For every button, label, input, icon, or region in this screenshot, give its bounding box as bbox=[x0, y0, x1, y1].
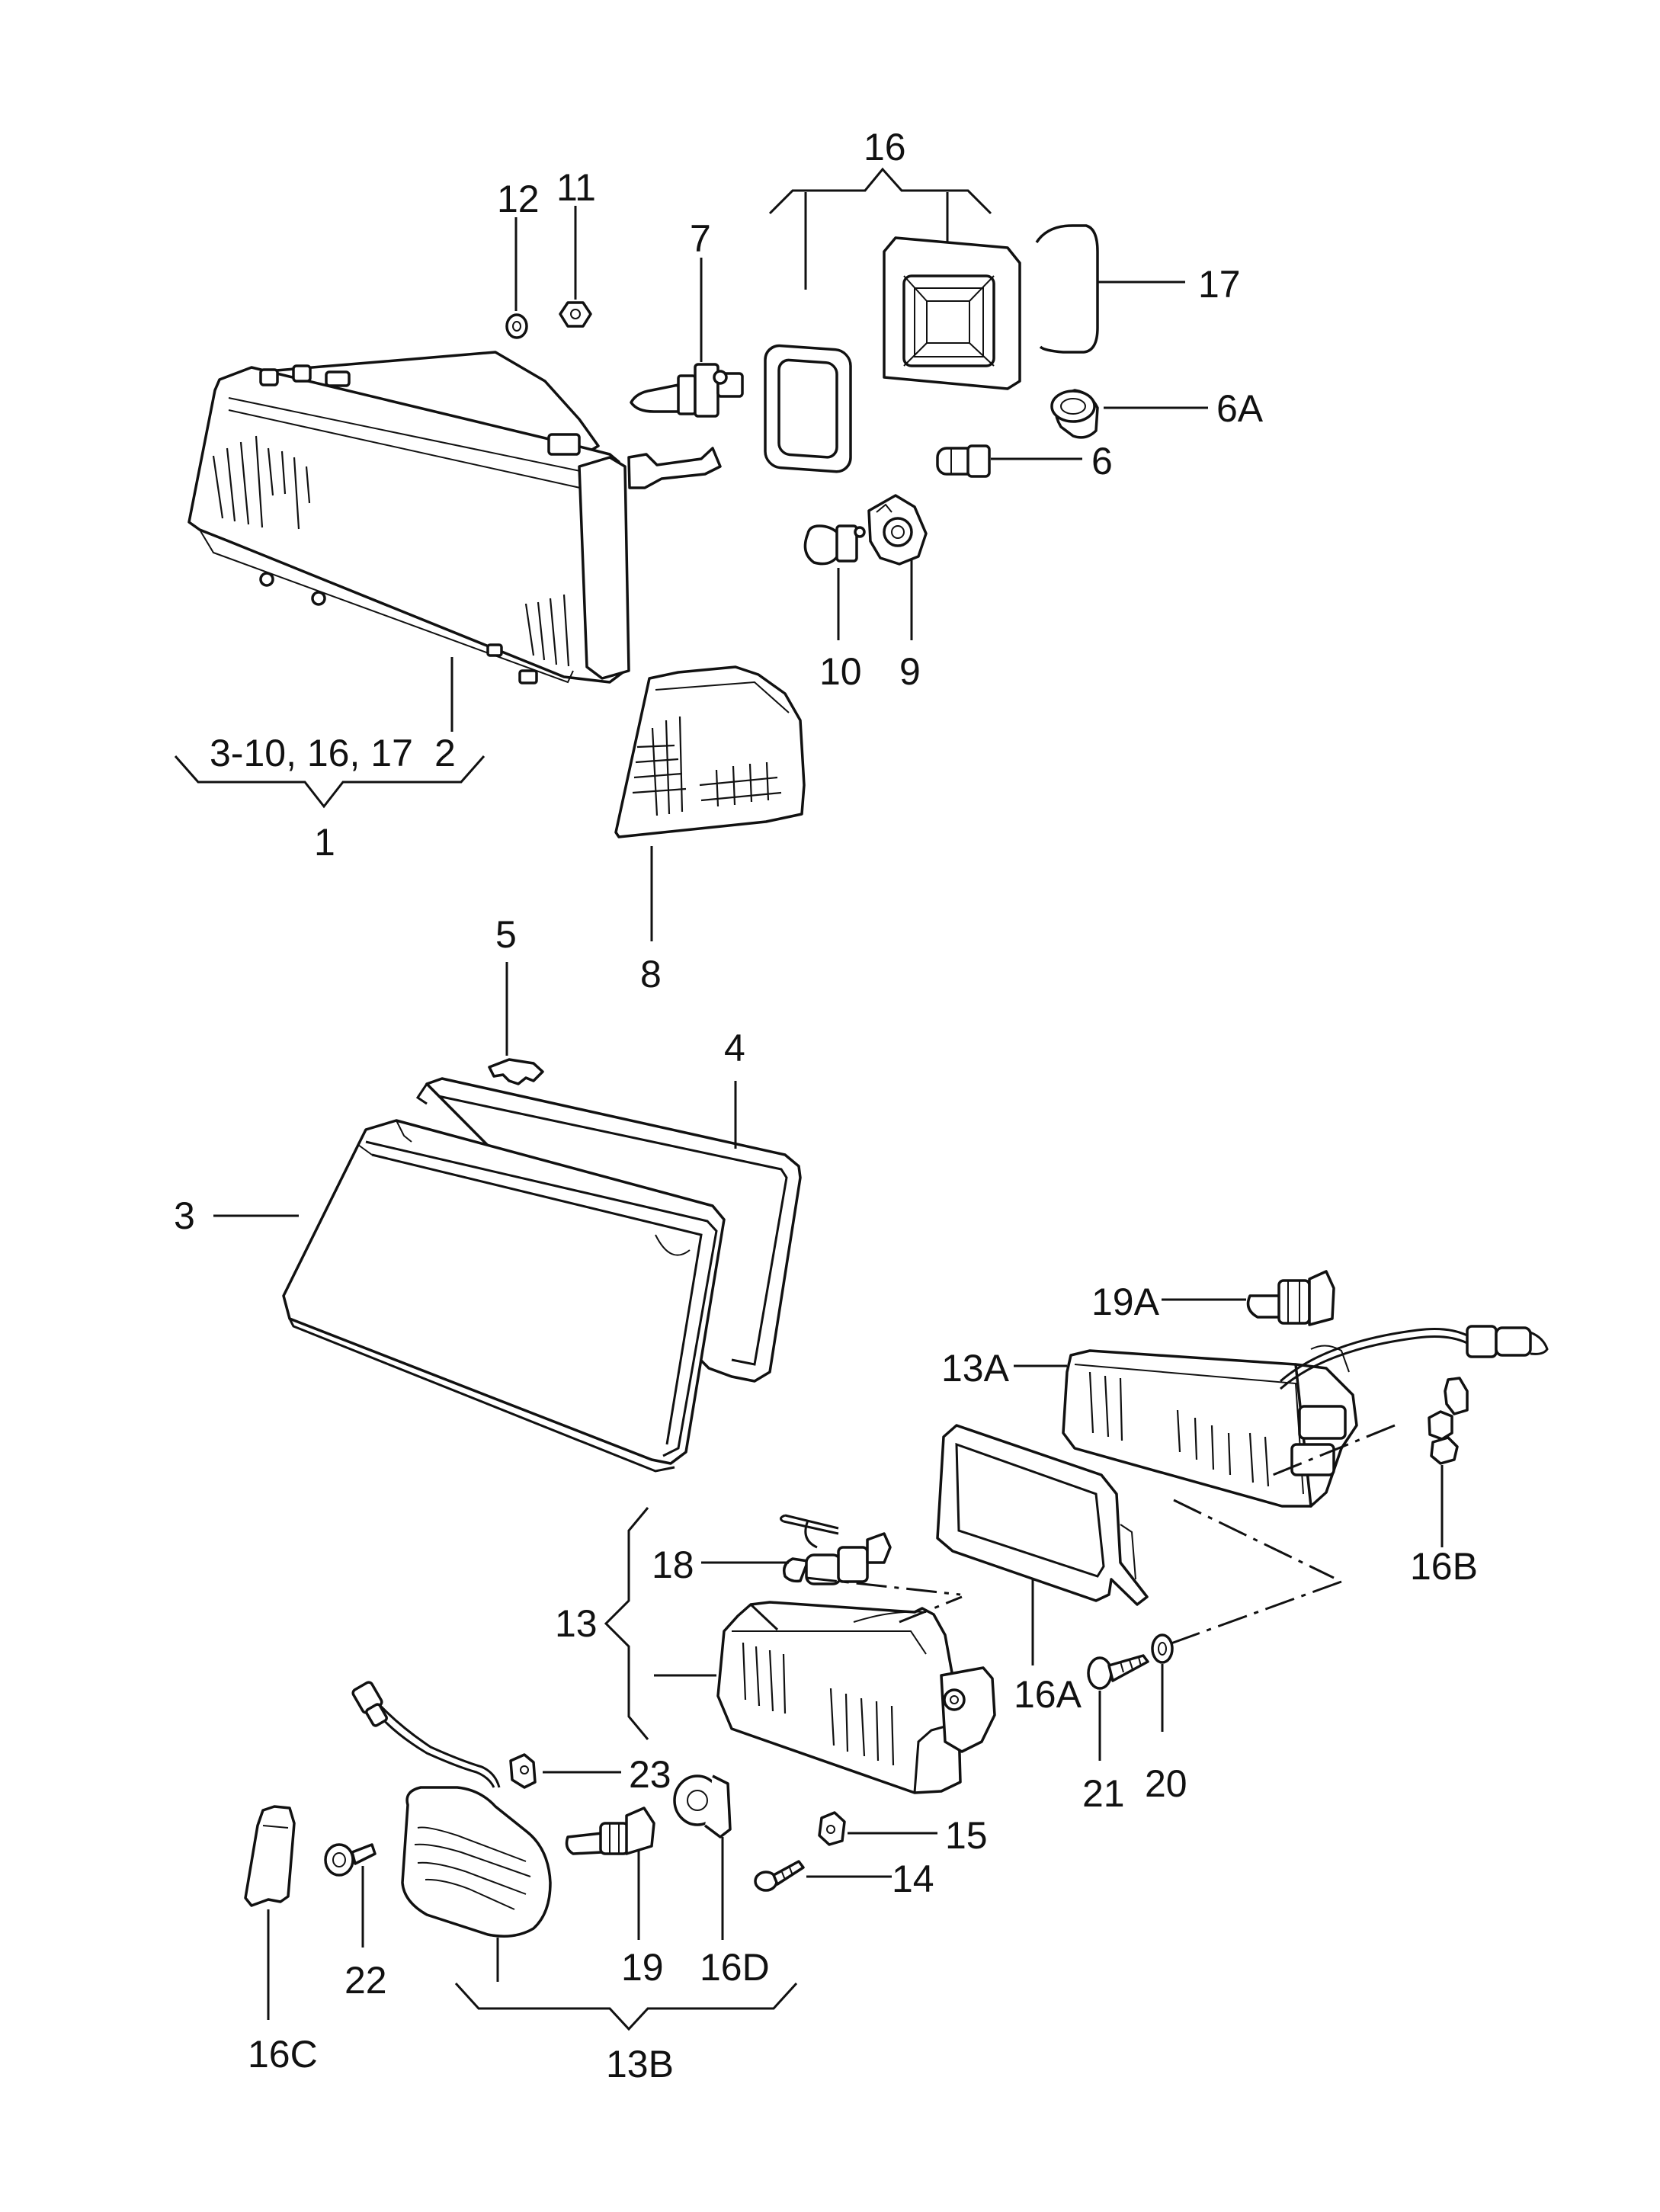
label-23: 23 bbox=[629, 1753, 671, 1796]
part-9-bulb-holder bbox=[867, 494, 928, 566]
part-12-washer bbox=[505, 313, 528, 339]
part-19A-cable-connector bbox=[1280, 1325, 1549, 1390]
assembly-axis-line-lower bbox=[1173, 1499, 1335, 1579]
part-19-bulb bbox=[565, 1806, 655, 1855]
bracket-13 bbox=[604, 1507, 716, 1740]
label-13: 13 bbox=[555, 1602, 598, 1645]
part-16-boot-cover bbox=[883, 236, 1021, 390]
part-16B-clip bbox=[1428, 1377, 1469, 1465]
label-12: 12 bbox=[497, 178, 540, 220]
part-6A-socket bbox=[1050, 389, 1099, 439]
label-16D: 16D bbox=[700, 1946, 770, 1989]
label-4: 4 bbox=[724, 1027, 745, 1069]
label-2: 2 bbox=[434, 732, 456, 774]
part-16-gasket bbox=[764, 344, 852, 473]
label-7: 7 bbox=[690, 217, 711, 260]
part-11-nut bbox=[559, 301, 592, 328]
part-17-clip bbox=[1035, 224, 1099, 354]
part-16A-trim-frame bbox=[936, 1424, 1149, 1606]
part-13B-fog-lamp bbox=[351, 1681, 552, 1938]
label-6: 6 bbox=[1091, 440, 1113, 482]
bracket-13B bbox=[454, 1982, 798, 2031]
label-16A: 16A bbox=[1014, 1673, 1082, 1716]
label-9: 9 bbox=[899, 650, 921, 693]
label-16B: 16B bbox=[1410, 1545, 1478, 1588]
label-10: 10 bbox=[819, 650, 862, 693]
part-16D-bulb-holder bbox=[673, 1774, 732, 1839]
assembly-axis-line-18b bbox=[899, 1595, 963, 1624]
label-13A: 13A bbox=[941, 1347, 1010, 1390]
label-group-1: 3-10, 16, 17 bbox=[210, 732, 413, 774]
label-17: 17 bbox=[1198, 263, 1241, 306]
label-1: 1 bbox=[314, 821, 335, 864]
label-18: 18 bbox=[652, 1544, 694, 1586]
part-13A-fog-light bbox=[1062, 1345, 1358, 1508]
label-19: 19 bbox=[621, 1946, 664, 1989]
assembly-axis-line-18a bbox=[806, 1576, 961, 1596]
part-22-screw bbox=[324, 1843, 377, 1877]
part-10-signal-bulb bbox=[803, 524, 866, 566]
label-14: 14 bbox=[892, 1858, 934, 1900]
label-13B: 13B bbox=[606, 2043, 674, 2085]
part-23-clip bbox=[509, 1753, 537, 1789]
part-14-screw bbox=[754, 1860, 805, 1892]
part-15-clip-nut bbox=[818, 1811, 846, 1846]
assembly-axis-line-upper bbox=[1272, 1424, 1396, 1476]
label-6A: 6A bbox=[1216, 387, 1264, 430]
part-6-small-bulb bbox=[936, 444, 991, 478]
part-21-screw bbox=[1087, 1654, 1149, 1690]
part-8-turn-signal-lens bbox=[614, 665, 806, 838]
bracket-1 bbox=[174, 755, 486, 809]
label-8: 8 bbox=[640, 953, 662, 995]
part-7-halogen-bulb bbox=[630, 363, 744, 418]
label-16C: 16C bbox=[248, 2033, 318, 2076]
label-19A: 19A bbox=[1091, 1281, 1160, 1323]
part-18-bulb bbox=[780, 1514, 892, 1585]
label-5: 5 bbox=[495, 913, 517, 956]
part-13-fog-lamp bbox=[716, 1601, 996, 1794]
bracket-16 bbox=[768, 167, 992, 290]
assembly-axis-line-right bbox=[1158, 1580, 1342, 1649]
label-20: 20 bbox=[1145, 1762, 1187, 1805]
part-5-clip bbox=[488, 1058, 544, 1085]
part-2-headlight-housing bbox=[187, 351, 722, 684]
label-21: 21 bbox=[1082, 1772, 1125, 1815]
part-19A-bulb bbox=[1246, 1270, 1335, 1326]
label-3: 3 bbox=[174, 1194, 195, 1237]
label-11: 11 bbox=[556, 166, 596, 209]
part-16C-trim bbox=[244, 1805, 296, 1907]
label-16: 16 bbox=[864, 126, 906, 168]
label-15: 15 bbox=[945, 1814, 988, 1857]
part-20-washer bbox=[1151, 1633, 1174, 1664]
part-3-lens bbox=[282, 1119, 726, 1473]
label-22: 22 bbox=[344, 1959, 387, 2002]
